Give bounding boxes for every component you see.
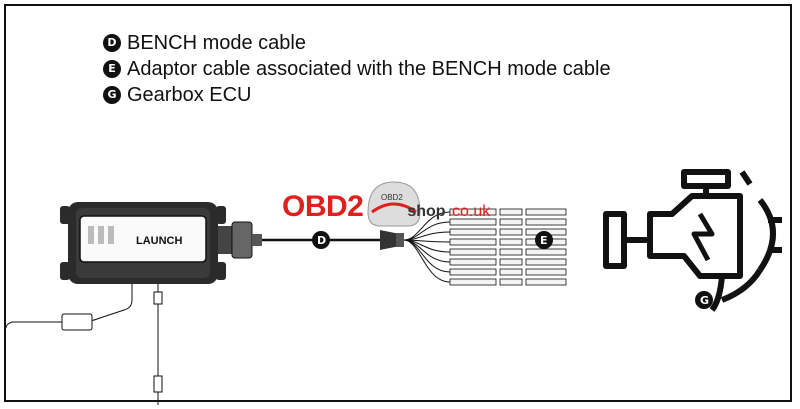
callout-g: G [695,291,713,309]
bench-mode-cable [262,230,404,250]
legend-badge-e: E [103,60,121,78]
db-connector [218,221,262,259]
power-cables [5,284,163,405]
watermark-domain: .co.uk [447,203,491,220]
device-brand-label: LAUNCH [136,235,182,247]
watermark-shop: shop [407,203,446,220]
callout-e: E [535,231,553,249]
launch-device: LAUNCH [60,202,226,284]
callout-d-label: D [317,234,326,247]
callout-d: D [312,231,330,249]
callout-g-label: G [700,294,709,307]
legend-item-gearbox-ecu: G Gearbox ECU [103,82,611,108]
legend-label-bench-cable: BENCH mode cable [127,32,306,54]
watermark-main: OBD2 [282,190,364,223]
engine-ecu-icon [603,169,782,312]
legend-badge-d: D [103,34,121,52]
watermark: OBD2 shop .co.uk [282,190,490,224]
legend-item-bench-cable: D BENCH mode cable [103,30,611,56]
callout-e-label: E [540,234,548,247]
legend: D BENCH mode cable E Adaptor cable assoc… [103,30,611,108]
legend-badge-g: G [103,86,121,104]
adaptor-cable [403,211,451,283]
watermark-helmet: OBD2 [367,181,421,227]
adaptor-connector-rows [449,208,567,286]
helmet-text: OBD2 [381,193,403,202]
legend-label-adaptor-cable: Adaptor cable associated with the BENCH … [127,58,611,80]
legend-label-gearbox-ecu: Gearbox ECU [127,84,252,106]
diagram-frame [4,4,792,402]
legend-item-adaptor-cable: E Adaptor cable associated with the BENC… [103,56,611,82]
